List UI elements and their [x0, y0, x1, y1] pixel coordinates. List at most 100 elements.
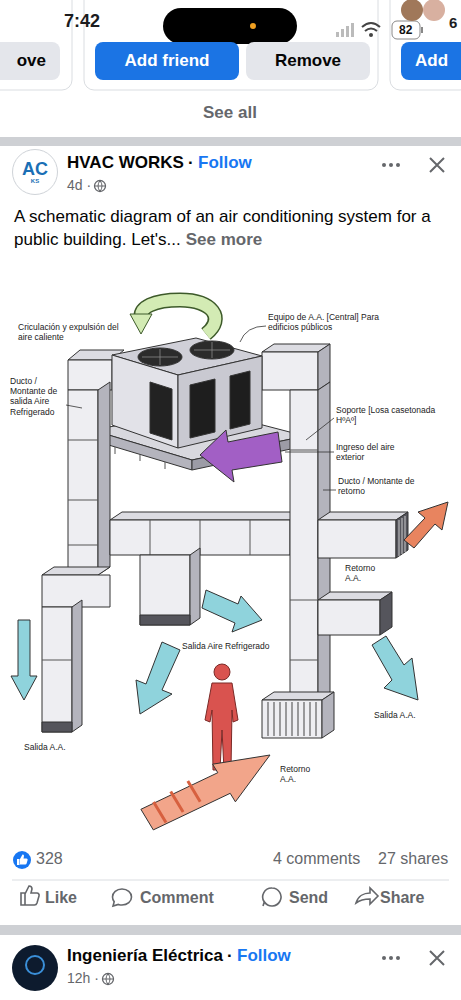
diagram-label: Retorno A.A.: [345, 563, 389, 583]
page-name: Ingeniería Eléctrica: [67, 946, 223, 966]
return-duct-right: [290, 450, 318, 660]
hot-air-arrow: [130, 314, 152, 334]
wifi-icon: [365, 29, 377, 32]
supply-air-arrows: [11, 620, 37, 700]
status-bar: [336, 32, 339, 37]
supply-air-arrows: [202, 590, 262, 632]
second-post-icons: [396, 956, 400, 960]
feed-separator: [0, 137, 461, 146]
supply-duct-center: [140, 615, 190, 625]
diagram-label: Ducto / Montante de retorno: [338, 476, 428, 496]
second-post-icons: [430, 951, 444, 965]
return-air-arrow: [141, 755, 270, 830]
supply-duct-left: [72, 600, 82, 732]
leader-line: [306, 418, 334, 440]
hot-air-arrow: [141, 300, 215, 334]
supply-duct-left: [42, 575, 110, 607]
return-duct-right: [399, 516, 405, 556]
second-post-icons: [12, 945, 58, 991]
see-more-link: See more: [186, 230, 263, 249]
diagram-label: Soporte [Losa casetonada HºAº]: [336, 405, 446, 425]
reaction-count: 328: [36, 850, 63, 868]
ac-unit: [190, 379, 215, 438]
see-all-link: See all: [203, 103, 257, 123]
hvac-illustration: [11, 300, 448, 830]
ac-unit: [112, 355, 178, 448]
return-duct-right: [262, 344, 408, 738]
dynamic-island: [163, 8, 297, 44]
reaction-icons: [13, 851, 31, 869]
status-bar: [163, 0, 445, 44]
supply-duct-center: [110, 512, 302, 520]
return-duct-right: [318, 512, 408, 520]
second-post-icons: [26, 956, 44, 974]
person-figure: [205, 664, 238, 770]
comment-count: 4 comments: [273, 850, 360, 868]
avatar: [423, 0, 445, 21]
second-post-icons: [103, 974, 114, 985]
like-action: Like: [45, 889, 77, 907]
battery-level: 82: [399, 23, 412, 37]
return-duct-right: [262, 352, 318, 390]
person-figure: [214, 664, 230, 680]
add-friend-button: Add friend: [95, 42, 239, 80]
hot-air-arrow: [130, 300, 215, 334]
hot-air-arrow: [141, 300, 215, 334]
second-post-icons: [12, 945, 444, 991]
follow-link: Follow: [198, 153, 252, 173]
page-name: HVAC WORKS: [67, 153, 184, 173]
friend-cards: [0, 0, 461, 90]
post-header-icons: [95, 181, 106, 192]
divider: [12, 880, 449, 881]
avatar: [401, 0, 423, 21]
battery-icon: [421, 27, 423, 33]
post-header-icons: [396, 163, 400, 167]
comment-action: Comment: [140, 889, 214, 907]
supply-duct-left: [68, 390, 98, 575]
diagram-label: Ingreso del aire exterior: [336, 442, 408, 462]
post-header-icons: [95, 181, 106, 192]
supply-duct-left: [42, 722, 72, 732]
wifi-icon: [362, 23, 380, 27]
page-logo: ACKS: [12, 149, 58, 195]
post-text: A schematic diagram of an air conditioni…: [14, 205, 446, 251]
action-icons: [113, 889, 132, 906]
supply-duct-left: [42, 567, 110, 575]
logo-subtext: KS: [31, 178, 39, 184]
diagram-label: Ducto / Montante de salida Aire Refriger…: [10, 376, 66, 417]
follow-link: Follow: [237, 946, 291, 966]
post-time: 12h ·: [67, 970, 99, 986]
logo-text: AC: [22, 160, 48, 178]
diagram-label: Criculación y expulsión del aire calient…: [18, 322, 122, 342]
second-post-icons: [389, 956, 393, 960]
status-time: 7:42: [64, 11, 100, 32]
supply-duct-left: [42, 607, 72, 732]
button-label: Add friend: [125, 51, 210, 71]
ac-unit: [150, 382, 172, 440]
button-label: Add: [415, 51, 448, 71]
share-count: 27 shares: [378, 850, 448, 868]
supply-duct-left: [42, 660, 72, 661]
action-icons: [21, 886, 378, 906]
post-header-icons: [389, 163, 393, 167]
return-duct-right: [318, 600, 380, 635]
action-icons: [21, 886, 39, 905]
send-action: Send: [289, 889, 328, 907]
remove-button: Remove: [246, 42, 370, 80]
supply-air-arrows: [372, 636, 418, 700]
add-friend-button: Add: [401, 42, 461, 80]
diagram-label: Retorno A.A.: [280, 764, 324, 784]
leader-line: [66, 405, 82, 408]
supply-duct-left: [98, 382, 110, 575]
camera-dot: [250, 23, 256, 29]
supply-duct-center: [190, 548, 200, 625]
leader-line: [66, 326, 336, 490]
action-icons: [356, 888, 378, 904]
return-duct-right: [318, 520, 396, 558]
return-duct-right: [380, 592, 392, 635]
return-duct-right: [396, 512, 408, 558]
post-header-icons: [430, 158, 444, 172]
separator-dot: ·: [227, 946, 233, 966]
return-duct-right: [322, 692, 334, 738]
